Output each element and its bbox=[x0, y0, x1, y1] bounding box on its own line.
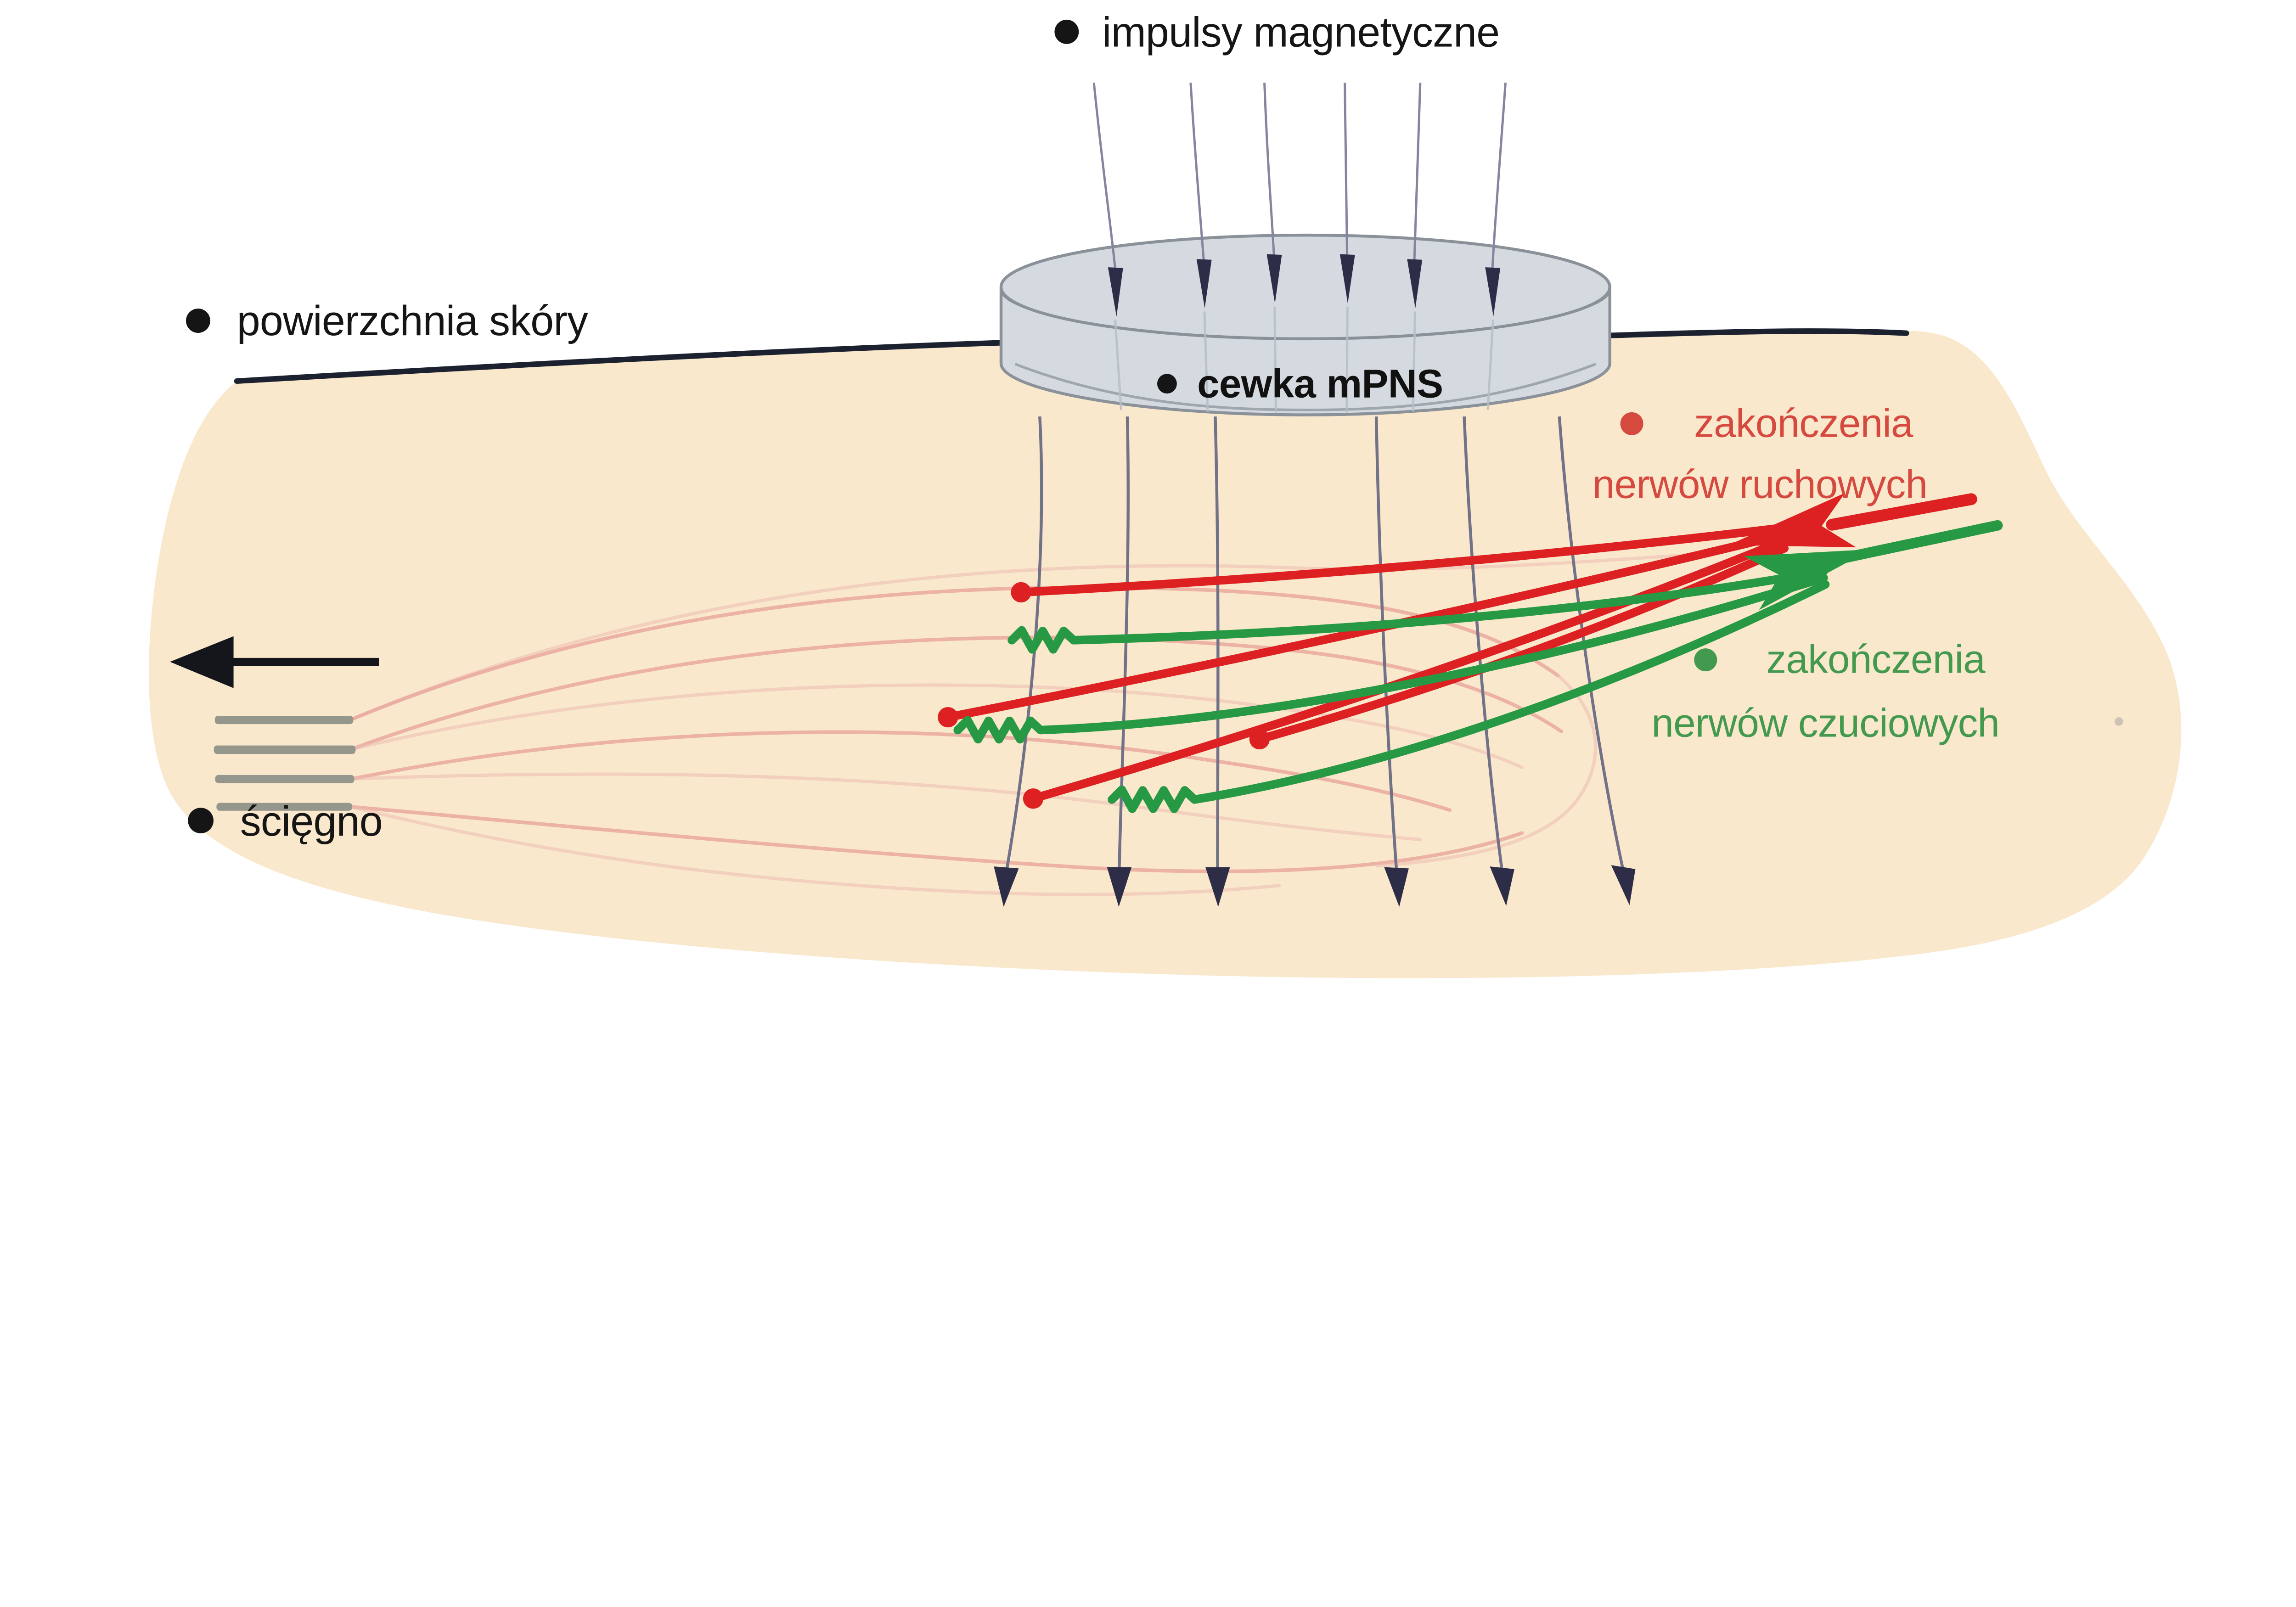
field-arrowhead-icon bbox=[1611, 865, 1636, 905]
tendon-pull-arrowhead-icon bbox=[170, 636, 234, 688]
motor-fiber bbox=[1017, 523, 1785, 597]
tendon-bar bbox=[216, 803, 353, 811]
label-magnetic-impulses-text: impulsy magnetyczne bbox=[1102, 9, 1499, 56]
bullet-icon bbox=[1694, 648, 1717, 672]
label-sensory-endings-line2: nerwów czuciowych bbox=[1651, 701, 1999, 745]
muscle-fiber bbox=[349, 683, 1524, 770]
motor-fiber-ending-dot bbox=[1023, 788, 1044, 809]
sensory-main-arrowhead-icon bbox=[1744, 549, 1871, 610]
skin-surface-line-left bbox=[234, 340, 1006, 384]
field-arrowhead-icon bbox=[1490, 866, 1514, 906]
field-line bbox=[1344, 82, 1349, 256]
muscle-fiber-loop bbox=[1376, 674, 1598, 868]
field-arrowhead-icon bbox=[994, 866, 1019, 907]
label-tendon: ścięgno bbox=[188, 798, 383, 845]
tissue-blob bbox=[149, 330, 2182, 978]
field-line bbox=[1092, 82, 1117, 269]
field-line bbox=[1374, 416, 1398, 873]
field-trace-in-coil bbox=[1114, 320, 1122, 410]
field-trace-in-coil bbox=[1273, 306, 1277, 413]
field-line bbox=[1189, 82, 1205, 261]
label-skin-surface: powierzchnia skóry bbox=[186, 298, 589, 344]
field-arrowhead-icon bbox=[1485, 267, 1501, 317]
motor-fiber bbox=[1029, 537, 1785, 803]
tendon-bar bbox=[215, 775, 355, 783]
skin-surface-line-right bbox=[1606, 328, 1909, 338]
field-trace-in-coil bbox=[1203, 311, 1209, 412]
label-tendon-text: ścięgno bbox=[240, 798, 383, 845]
field-lines-above-coil bbox=[1092, 82, 1507, 317]
label-sensory-endings-line1: zakończenia bbox=[1766, 637, 1986, 682]
motor-fiber bbox=[1255, 544, 1789, 744]
mpns-diagram: impulsy magnetyczne powierzchnia skóry c… bbox=[149, 9, 2182, 978]
mpns-coil bbox=[999, 233, 1611, 416]
motor-main-arrowhead-icon bbox=[1728, 493, 1857, 548]
field-trace-in-coil bbox=[1486, 320, 1494, 410]
bullet-icon bbox=[1157, 374, 1177, 394]
sensory-nerve-fibers bbox=[953, 520, 2003, 813]
muscle-fiber bbox=[349, 730, 1452, 812]
tendon-stripes bbox=[214, 716, 356, 811]
bullet-icon bbox=[188, 808, 214, 833]
field-arrowhead-icon bbox=[1196, 259, 1212, 309]
label-coil-text: cewka mPNS bbox=[1197, 362, 1443, 406]
label-magnetic-impulses: impulsy magnetyczne bbox=[1054, 9, 1500, 56]
sensory-main-arrow-shaft bbox=[1831, 520, 2003, 565]
label-motor-endings-line1: zakończenia bbox=[1694, 401, 1913, 445]
field-line bbox=[1413, 82, 1422, 261]
label-skin-surface-text: powierzchnia skóry bbox=[237, 298, 588, 344]
field-lines-below-coil bbox=[994, 416, 1636, 907]
field-trace-in-coil bbox=[1412, 311, 1416, 412]
field-line bbox=[1117, 416, 1130, 873]
field-arrowhead-icon bbox=[1107, 867, 1132, 907]
muscle-fiber bbox=[349, 552, 1701, 722]
field-arrowhead-icon bbox=[1339, 254, 1355, 303]
label-sensory-endings: zakończenia nerwów czuciowych bbox=[1651, 637, 1999, 746]
tendon-pull-arrow bbox=[170, 636, 379, 688]
label-coil: cewka mPNS bbox=[1157, 362, 1443, 406]
label-motor-endings: zakończenia nerwów ruchowych bbox=[1593, 401, 1928, 506]
field-line bbox=[1558, 416, 1625, 873]
bullet-icon bbox=[186, 309, 210, 333]
sensory-fiber-with-zigzag bbox=[1108, 580, 1830, 813]
coil-rim-line bbox=[1014, 363, 1597, 411]
field-arrowhead-icon bbox=[1266, 254, 1282, 303]
motor-fiber-ending-dot bbox=[1249, 729, 1270, 750]
field-arrowhead-icon bbox=[1407, 259, 1423, 309]
field-line bbox=[1263, 82, 1275, 256]
diagram-page: impulsy magnetyczne powierzchnia skóry c… bbox=[149, 9, 2182, 978]
field-arrowhead-icon bbox=[1108, 267, 1123, 317]
bullet-icon bbox=[1054, 19, 1079, 44]
sensory-fiber-with-zigzag bbox=[953, 573, 1828, 744]
field-line bbox=[1491, 82, 1507, 269]
motor-fiber-ending-dot bbox=[938, 707, 958, 728]
muscle-fiber bbox=[350, 772, 1422, 842]
tendon-bar bbox=[214, 745, 356, 754]
motor-main-arrow-shaft bbox=[1826, 493, 1977, 531]
coil-top-face bbox=[999, 233, 1611, 341]
field-line bbox=[1005, 416, 1043, 873]
field-arrowhead-icon bbox=[1384, 867, 1409, 907]
motor-fiber-ending-dot bbox=[1011, 582, 1031, 603]
tissue-speck bbox=[2115, 717, 2123, 726]
muscle-fiber bbox=[349, 805, 1524, 873]
bullet-icon bbox=[1620, 412, 1643, 435]
muscle-fiber bbox=[349, 805, 1281, 896]
label-motor-endings-line2: nerwów ruchowych bbox=[1593, 462, 1927, 506]
tendon-bar bbox=[214, 716, 354, 725]
field-arrowhead-icon bbox=[1205, 867, 1230, 907]
sensory-fiber-with-zigzag bbox=[1007, 567, 1828, 654]
